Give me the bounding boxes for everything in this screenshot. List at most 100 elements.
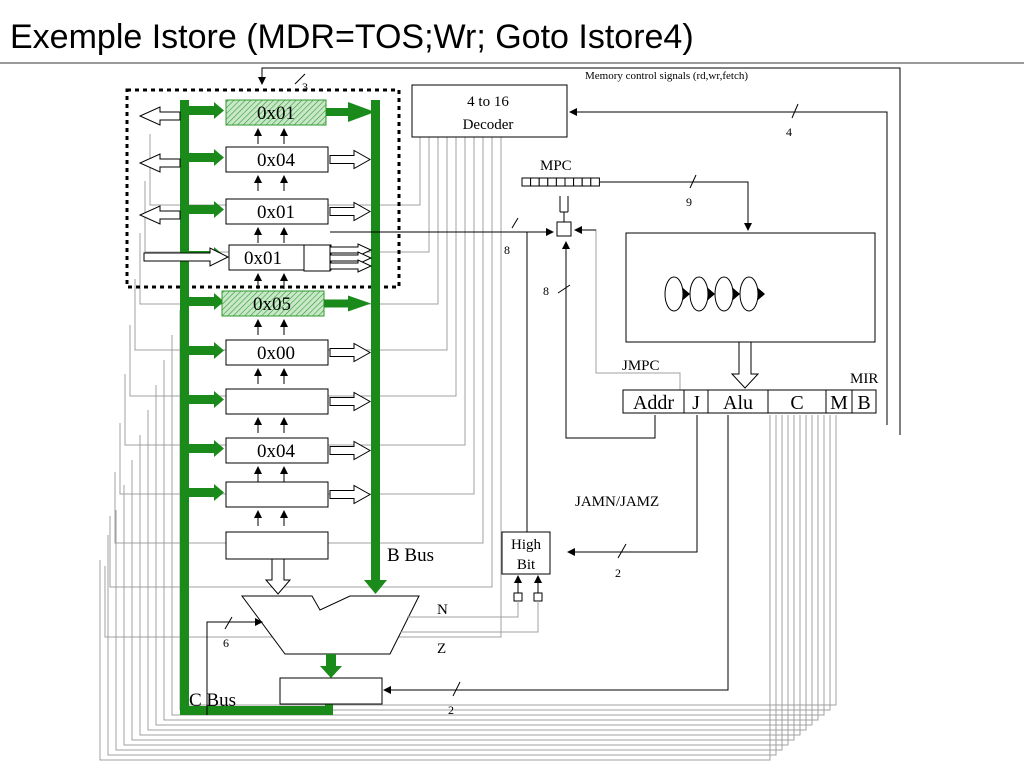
c-bus-write-arrowhead — [214, 102, 224, 119]
b-bus — [364, 100, 387, 594]
c-bus-write-arrowhead — [214, 201, 224, 218]
mpc-bit — [521, 177, 532, 187]
microinstruction-arrow — [758, 288, 765, 300]
mir-field-addr: Addr — [622, 389, 685, 414]
mir-field-label: J — [692, 392, 700, 414]
microinstruction-ellipse — [664, 276, 684, 312]
jam-wire-count: 2 — [615, 566, 621, 580]
mbr-wire-count: 8 — [504, 243, 510, 257]
memory-control-label: Memory control signals (rd,wr,fetch) — [585, 70, 748, 82]
h-to-alu-arrow — [264, 558, 292, 595]
mbr-wire-tick — [511, 217, 519, 229]
z-line — [400, 601, 539, 633]
b-bus-read-arrow — [326, 102, 375, 122]
mir-field-label: B — [857, 392, 870, 414]
b-bus-read-arrowhead — [348, 295, 371, 312]
register-row: 0x04 — [138, 146, 372, 191]
memory-out-arrow — [138, 153, 181, 173]
mir-field-box — [851, 389, 877, 414]
n-label: N — [437, 602, 448, 618]
memory-out-arrow — [138, 106, 181, 126]
c-bus-write-arrowhead — [214, 342, 224, 359]
decoder-wire-tick — [791, 103, 799, 119]
register-value: 0x05 — [253, 294, 291, 315]
or-to-mpc-wires — [559, 196, 569, 222]
b-bus-read-arrow — [329, 484, 372, 505]
mir-field-label: M — [830, 392, 848, 414]
memory-wire-tick — [294, 73, 306, 85]
decoder-box — [411, 84, 568, 138]
c-bus-label: C Bus — [189, 690, 236, 711]
control-store-to-mir-arrow — [730, 341, 760, 389]
memory-in-arrow — [143, 247, 230, 267]
register-row: 0x04 — [189, 437, 372, 482]
register-value: 0x01 — [257, 103, 295, 124]
alu-output-arrow — [320, 654, 342, 678]
microinstruction-arrow — [683, 288, 690, 300]
mpc-bit — [530, 177, 540, 187]
c-bus-write-arrowhead — [214, 293, 224, 310]
memory-out-arrow — [138, 205, 181, 225]
mir-field-label: C — [790, 392, 803, 414]
mpc-bit — [564, 177, 575, 187]
c-bus-write-arrow — [189, 153, 214, 162]
register-value: 0x00 — [257, 343, 295, 364]
decoder-input-wire — [569, 108, 888, 425]
register-row: 0x01 — [138, 198, 372, 243]
mir-field-label: Addr — [633, 392, 674, 414]
microinstruction-ellipse — [739, 276, 759, 312]
mir-field-j: J — [683, 389, 709, 414]
jam-wire-tick — [617, 543, 627, 559]
mir-label: MIR — [850, 371, 878, 387]
mir-field-m: M — [825, 389, 853, 414]
microinstruction-arrow — [708, 288, 715, 300]
register-row: 0x00 — [189, 339, 372, 384]
mpc-register — [521, 177, 600, 187]
microinstruction-ellipse — [714, 276, 734, 312]
mir-field-c: C — [767, 389, 827, 414]
mpc-label: MPC — [540, 158, 572, 174]
decoder-label-1: 4 to 16 — [467, 94, 509, 110]
c-bus-write-arrowhead — [214, 440, 224, 457]
b-bus-read-arrow — [329, 201, 372, 222]
c-bus-write-arrowhead — [214, 484, 224, 501]
b-bus-read-arrow — [324, 299, 348, 308]
b-bus-read-arrow — [329, 149, 372, 170]
shifter — [279, 677, 383, 705]
n-flag-box — [513, 592, 523, 602]
c-bus-write-arrow — [189, 488, 214, 497]
z-label: Z — [437, 641, 446, 657]
or-box — [556, 221, 572, 237]
b-bus-read-arrow — [329, 391, 372, 412]
mpc-bit — [573, 177, 583, 187]
h-register — [225, 531, 329, 560]
alu — [241, 595, 420, 655]
alu-wire-count: 6 — [223, 636, 229, 650]
microinstruction-arrow — [733, 288, 740, 300]
register-value: 0x04 — [257, 150, 296, 171]
control-store-dots — [664, 276, 765, 312]
register-row: 0x05 — [189, 290, 371, 335]
mpc-bit — [590, 177, 600, 187]
register-row: 0x01 — [138, 99, 375, 144]
mpc-wire-tick — [689, 174, 697, 189]
mir-field-b: B — [851, 389, 877, 414]
b-bus-read-arrow — [329, 440, 372, 461]
j-to-highbit-wire — [567, 415, 698, 556]
c-bus-write-arrowhead — [214, 391, 224, 408]
alu-wire-tick — [224, 616, 233, 630]
c-bus-write-arrowhead — [214, 149, 224, 166]
high-bit-label-1: High — [511, 537, 542, 553]
b-bus-label: B Bus — [387, 545, 434, 566]
addr-to-or-wire — [562, 241, 656, 439]
microinstruction-ellipse — [689, 276, 709, 312]
shifter-wire-tick — [452, 681, 461, 697]
stack-frame-outline — [125, 88, 401, 289]
register-value: 0x01 — [257, 202, 295, 223]
register-row — [189, 388, 372, 433]
mpc-bit — [581, 177, 592, 187]
shifter-wire-count: 2 — [448, 703, 454, 717]
mir-field-label: Alu — [723, 392, 753, 414]
